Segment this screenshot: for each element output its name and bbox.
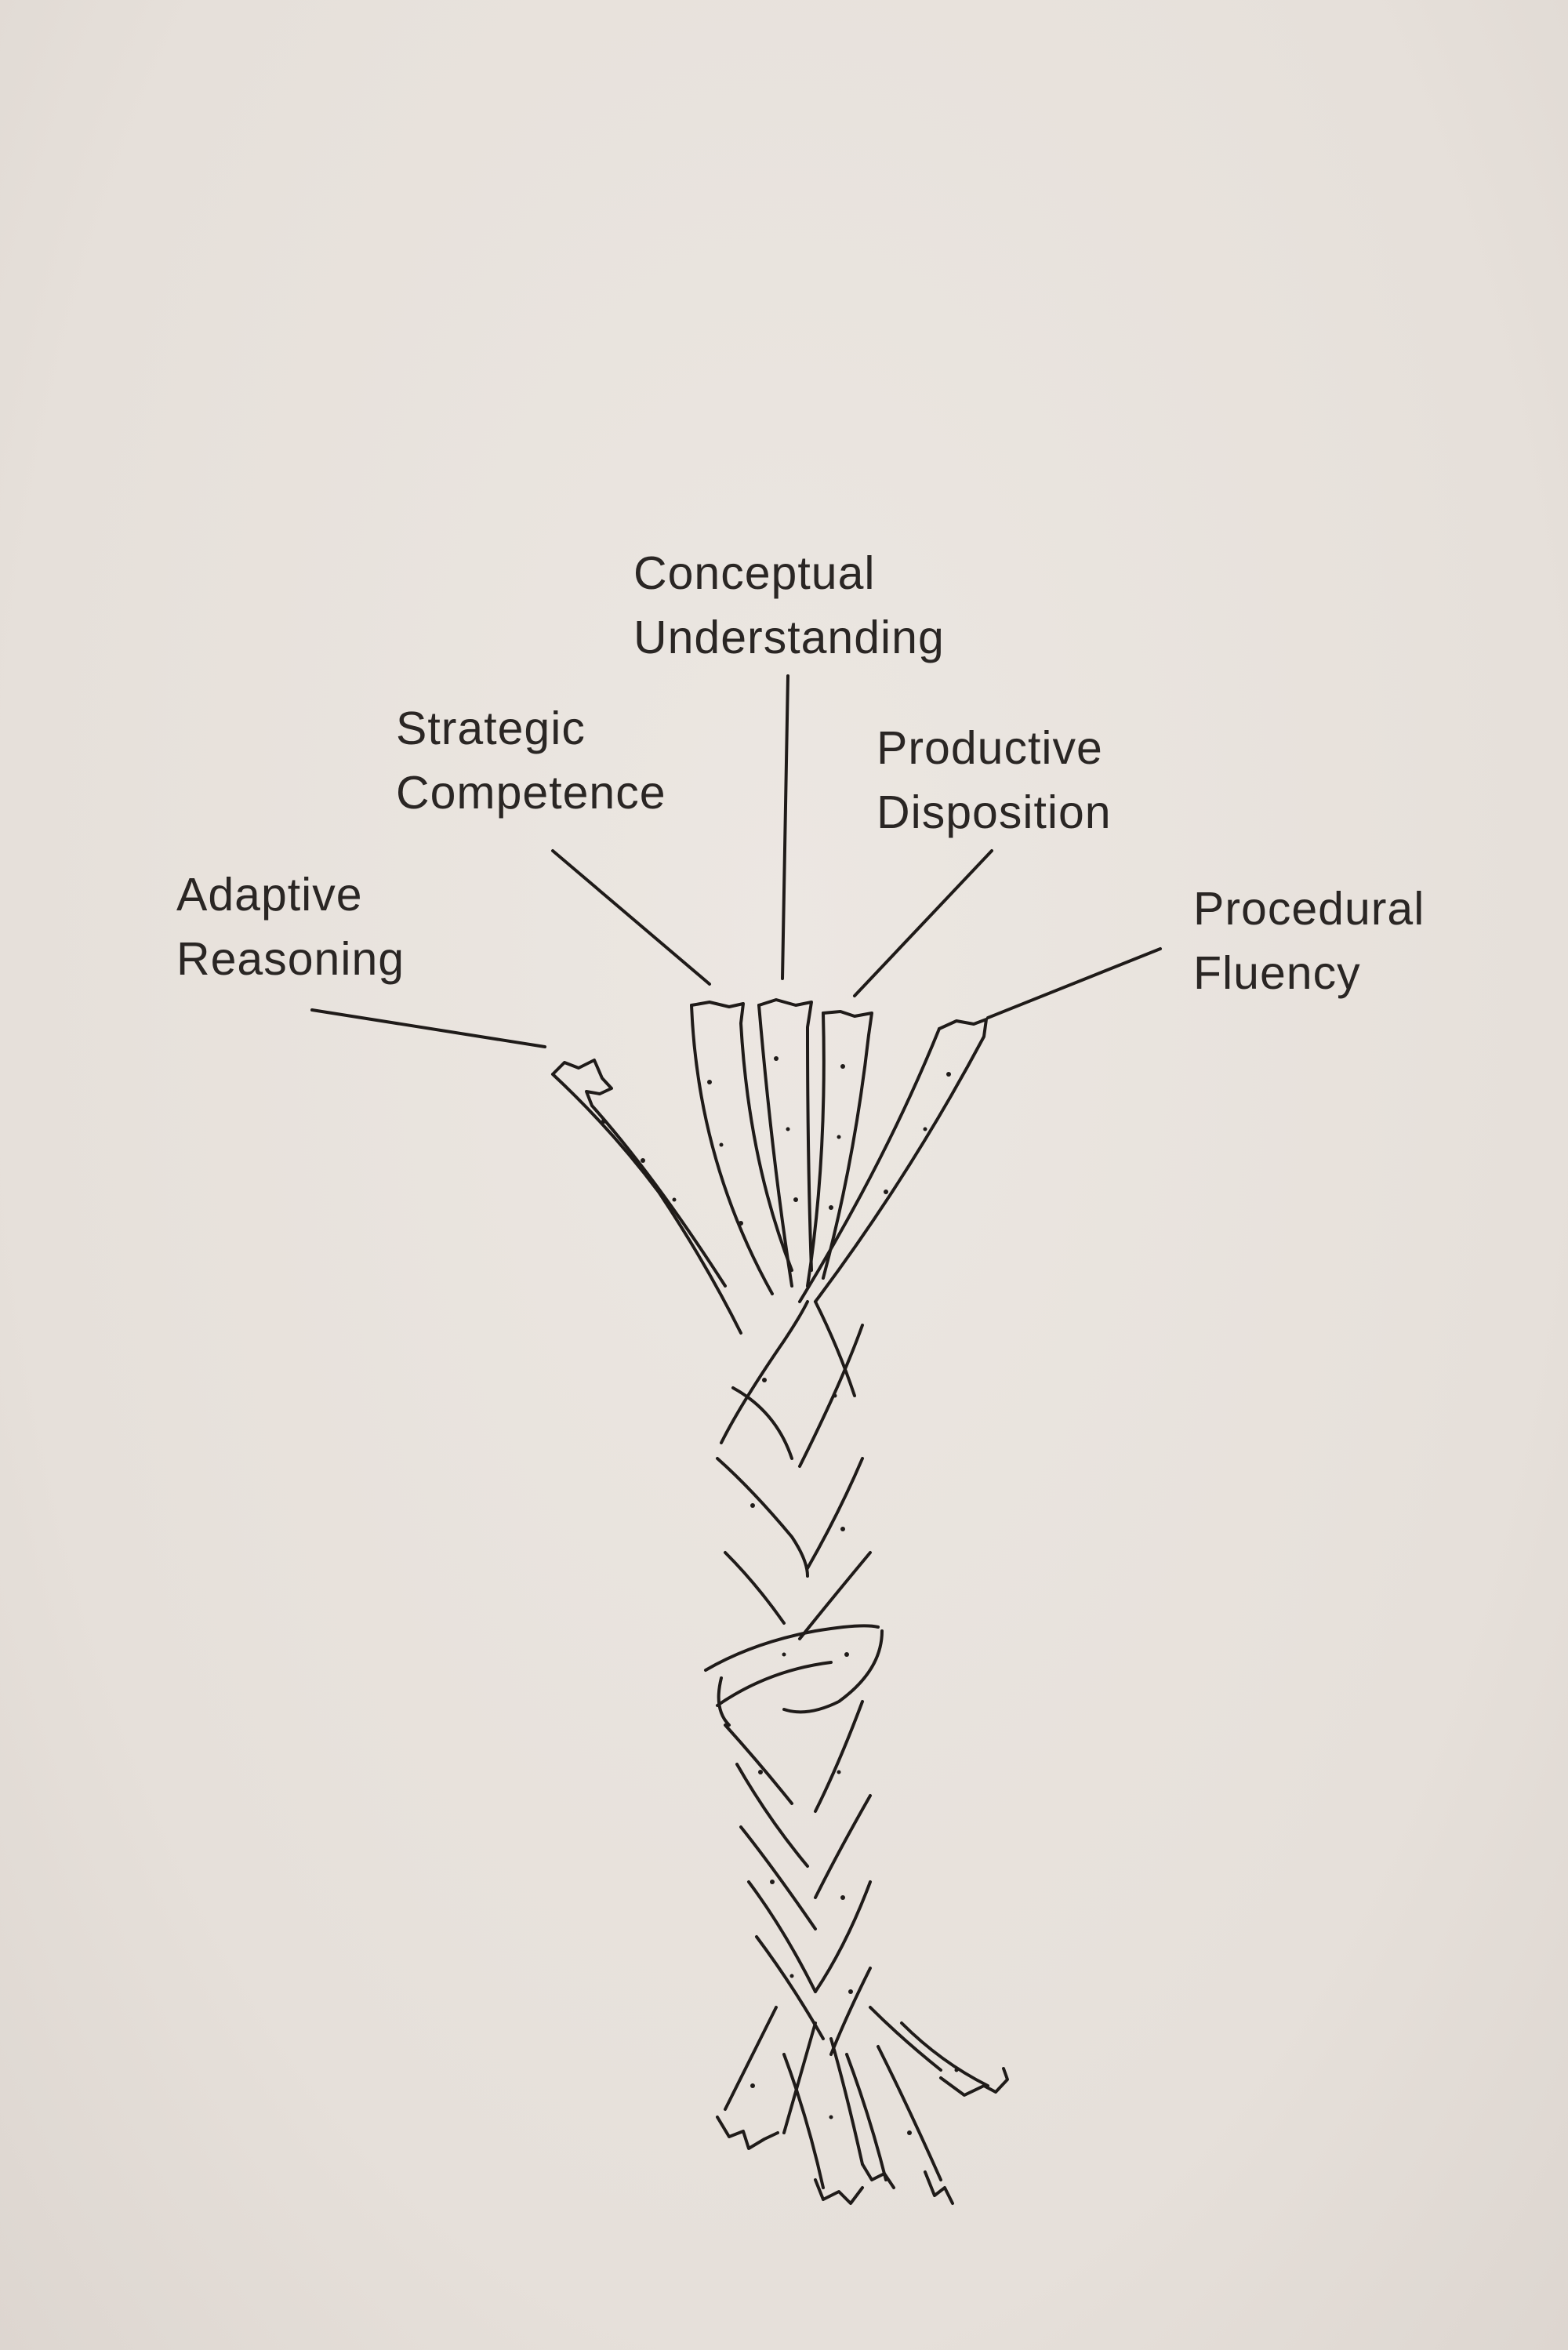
label-line1: Productive — [877, 722, 1103, 774]
label-conceptual-understanding: Conceptual Understanding — [633, 541, 945, 670]
label-line1: Adaptive — [176, 869, 363, 921]
leader-line-strategic — [551, 849, 711, 986]
label-line1: Strategic — [396, 703, 586, 754]
leader-line-procedural — [986, 947, 1162, 1019]
label-line2: Fluency — [1193, 947, 1361, 999]
strand-adaptive — [551, 1059, 742, 1335]
strand-productive — [806, 1010, 873, 1288]
label-strategic-competence: Strategic Competence — [396, 696, 666, 825]
label-line2: Disposition — [877, 786, 1112, 838]
label-line1: Conceptual — [633, 547, 876, 599]
leader-line-adaptive — [310, 1008, 546, 1048]
leader-line-productive — [853, 849, 993, 997]
label-procedural-fluency: Procedural Fluency — [1193, 877, 1425, 1005]
strand-conceptual — [757, 998, 813, 1288]
label-line2: Reasoning — [176, 933, 405, 985]
label-adaptive-reasoning: Adaptive Reasoning — [176, 863, 405, 991]
braid-body — [704, 1300, 1009, 2205]
label-line1: Procedural — [1193, 883, 1425, 935]
label-line2: Understanding — [633, 612, 945, 663]
strand-strategic — [690, 1001, 793, 1295]
label-line2: Competence — [396, 767, 666, 819]
rope-speckles — [601, 1056, 959, 2135]
label-productive-disposition: Productive Disposition — [877, 716, 1112, 844]
strand-procedural — [798, 1018, 988, 1303]
leader-line-conceptual — [781, 674, 789, 980]
